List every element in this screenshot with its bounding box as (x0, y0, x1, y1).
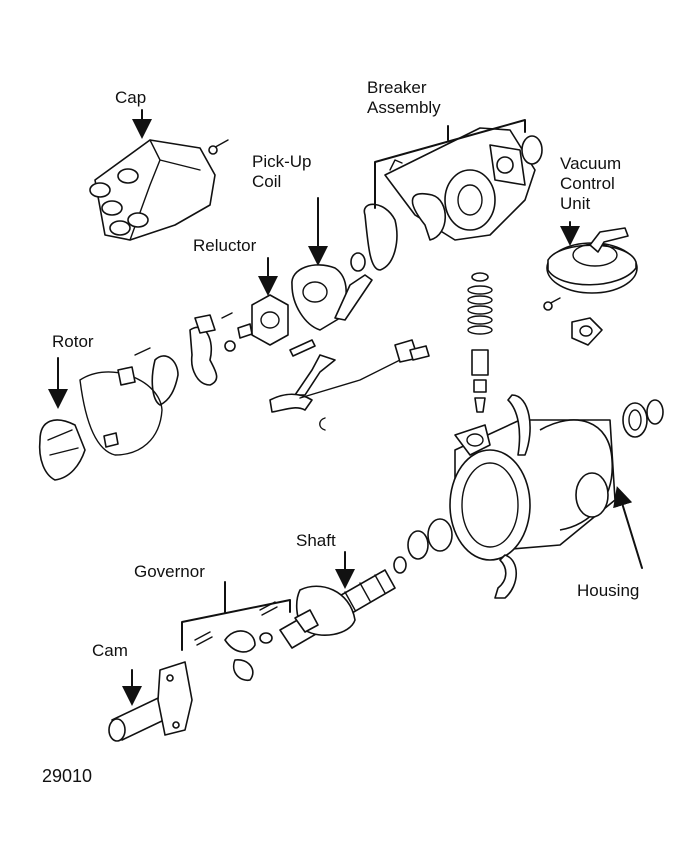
cam-part (108, 661, 193, 742)
rotor-part (38, 366, 163, 481)
housing-arrow (613, 486, 643, 569)
label-cam: Cam (92, 641, 128, 660)
label-reluctor: Reluctor (193, 236, 257, 255)
advance-plate-part (134, 314, 430, 431)
vacuum-control-unit-part (543, 227, 638, 346)
breaker-assembly-bracket (374, 119, 526, 209)
reluctor-part (221, 294, 316, 357)
label-cap: Cap (115, 88, 147, 107)
governor-part (194, 601, 278, 682)
label-shaft: Shaft (296, 531, 336, 550)
cap-part (89, 139, 229, 241)
label-rotor: Rotor (52, 332, 94, 351)
breaker-assembly-part (363, 127, 543, 271)
label-vacuum-control-unit: Vacuum Control Unit (560, 154, 622, 213)
shaft-part (279, 556, 407, 649)
figure-number: 29010 (42, 766, 93, 786)
governor-bracket (181, 599, 291, 651)
label-housing: Housing (577, 581, 640, 600)
label-breaker-assembly: Breaker Assembly (367, 78, 441, 117)
label-pickup-coil: Pick-Up Coil (252, 152, 312, 191)
spring-stack-part (467, 272, 493, 413)
pickup-coil-part (291, 252, 373, 331)
housing-part (407, 394, 664, 599)
label-governor: Governor (134, 562, 205, 581)
